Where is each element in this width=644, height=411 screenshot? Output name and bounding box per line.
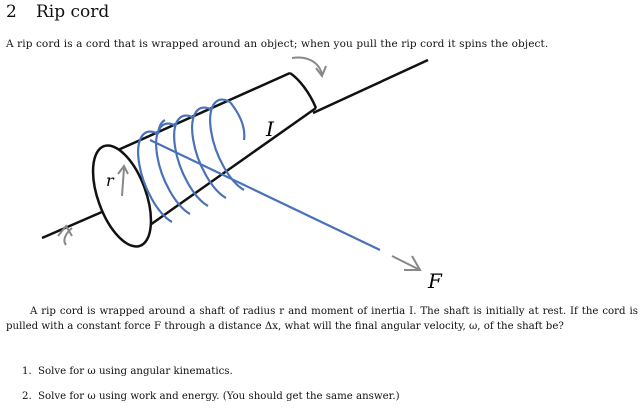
intro-text: A rip cord is a cord that is wrapped aro… [6,38,549,50]
section-number: 2 [6,2,17,22]
label-radius: r [106,171,115,190]
axle-right [312,58,429,115]
label-inertia: I [265,117,275,141]
rip-cord-figure: I r F [41,56,443,293]
task-item: 1. Solve for ω using angular kinematics. [22,366,233,377]
section-title: Rip cord [36,2,110,22]
rotation-arrow-top [291,56,323,75]
problem-paragraph: A rip cord is wrapped around a shaft of … [6,306,638,332]
task-number: 2. [22,391,32,402]
task-item: 2. Solve for ω using work and energy. (Yo… [22,391,400,402]
label-force: F [427,269,443,293]
task-text: Solve for ω using work and energy. (You … [38,391,400,402]
pulled-cord [149,139,381,251]
task-text: Solve for ω using angular kinematics. [38,366,233,377]
rotation-arrow-bottom [63,227,73,246]
cord-coils [137,98,246,223]
task-number: 1. [22,366,32,377]
radius-arrow [121,167,125,197]
cylinder-back-end [289,71,318,109]
force-arrow [391,255,422,271]
